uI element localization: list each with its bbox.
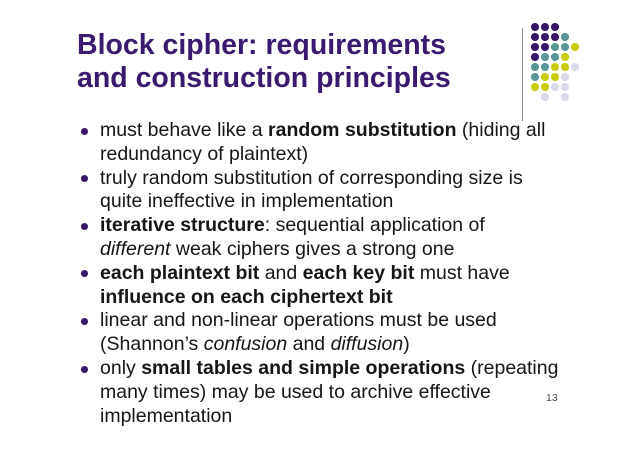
decoration-dot xyxy=(541,53,549,61)
slide-title-line-2: and construction principles xyxy=(77,62,451,94)
decoration-dot-empty xyxy=(571,93,579,101)
slide-title-line-1: Block cipher: requirements xyxy=(77,29,447,61)
decoration-dot-empty xyxy=(571,33,579,41)
decoration-dot xyxy=(561,93,569,101)
decoration-dot xyxy=(531,43,539,51)
decoration-dot-empty xyxy=(571,53,579,61)
bullet-text-segment: random substitution xyxy=(268,119,457,141)
bullet-text-segment: linear and non-linear operations must be… xyxy=(100,309,497,356)
decoration-dot xyxy=(531,23,539,31)
decoration-dot xyxy=(541,33,549,41)
decoration-dot xyxy=(531,63,539,71)
bullet-list: must behave like a random substitution (… xyxy=(80,119,560,428)
bullet-icon xyxy=(81,175,88,183)
bullet-text-segment: iterative structure xyxy=(100,214,265,237)
decoration-dot xyxy=(551,73,559,81)
decoration-dot xyxy=(551,43,559,51)
bullet-text-segment: weak ciphers gives a strong one xyxy=(170,237,455,260)
bullet-text-segment: (hiding all redundancy of plaintext) xyxy=(100,119,546,165)
decoration-dot xyxy=(561,33,569,41)
decoration-dot xyxy=(561,83,569,91)
decoration-dot xyxy=(541,83,549,91)
decoration-dot xyxy=(541,93,549,101)
bullet-icon xyxy=(81,270,88,278)
decoration-dot-empty xyxy=(561,23,569,31)
decoration-dot xyxy=(541,73,549,81)
bullet-text-segment: each plaintext bit xyxy=(100,261,260,284)
decoration-dot xyxy=(551,23,559,31)
decoration-dot xyxy=(531,83,539,91)
bullet-text-segment: diffusion xyxy=(330,333,404,356)
decoration-dot xyxy=(551,83,559,91)
decoration-dot xyxy=(531,33,539,41)
vertical-divider xyxy=(522,28,523,121)
decoration-dot xyxy=(541,63,549,71)
decoration-dot-empty xyxy=(571,83,579,91)
decoration-dot xyxy=(561,73,569,81)
list-item: must behave like a random substitution (… xyxy=(80,119,560,167)
bullet-icon xyxy=(81,222,88,230)
decoration-dot-empty xyxy=(551,93,559,101)
bullet-text-segment: each key bit xyxy=(302,261,415,284)
decoration-dot xyxy=(571,43,579,51)
bullet-icon xyxy=(81,317,88,325)
dot-pattern-decoration xyxy=(530,22,580,102)
slide-title: Block cipher: requirements and construct… xyxy=(77,29,451,95)
bullet-text-segment: ) xyxy=(403,333,410,356)
decoration-dot xyxy=(551,63,559,71)
decoration-dot xyxy=(571,63,579,71)
bullet-text-segment: : sequential application of xyxy=(264,214,485,237)
bullet-text-segment: small tables and simple operations xyxy=(141,356,466,379)
decoration-dot xyxy=(541,23,549,31)
decoration-dot-empty xyxy=(571,73,579,81)
list-item: truly random substitution of correspondi… xyxy=(80,167,560,215)
decoration-dot xyxy=(561,53,569,61)
page-number: 13 xyxy=(546,392,558,404)
decoration-dot xyxy=(541,43,549,51)
decoration-dot xyxy=(551,33,559,41)
bullet-icon xyxy=(81,365,88,373)
bullet-icon xyxy=(81,127,88,135)
bullet-text-segment: must behave like a xyxy=(100,119,269,141)
decoration-dot xyxy=(561,43,569,51)
bullet-text-segment: truly random substitution of correspondi… xyxy=(100,166,523,213)
bullet-text-segment: only xyxy=(100,356,142,379)
bullet-text-segment: different xyxy=(100,237,171,260)
decoration-dot xyxy=(551,53,559,61)
bullet-text-segment: (repeating many times) may be used to ar… xyxy=(100,356,559,427)
list-item: each plaintext bit and each key bit must… xyxy=(80,262,560,310)
bullet-text-segment: and xyxy=(287,333,331,356)
decoration-dot xyxy=(561,63,569,71)
decoration-dot xyxy=(531,53,539,61)
decoration-dot xyxy=(531,73,539,81)
bullet-text-segment: influence on each ciphertext bit xyxy=(100,285,393,308)
bullet-text-segment: and xyxy=(259,261,303,284)
list-item: only small tables and simple operations … xyxy=(80,357,560,428)
decoration-dot-empty xyxy=(531,93,539,101)
list-item: iterative structure: sequential applicat… xyxy=(80,214,560,262)
decoration-dot-empty xyxy=(571,23,579,31)
list-item: linear and non-linear operations must be… xyxy=(80,309,560,357)
bullet-text-segment: confusion xyxy=(203,333,288,356)
bullet-text-segment: must have xyxy=(414,261,510,284)
